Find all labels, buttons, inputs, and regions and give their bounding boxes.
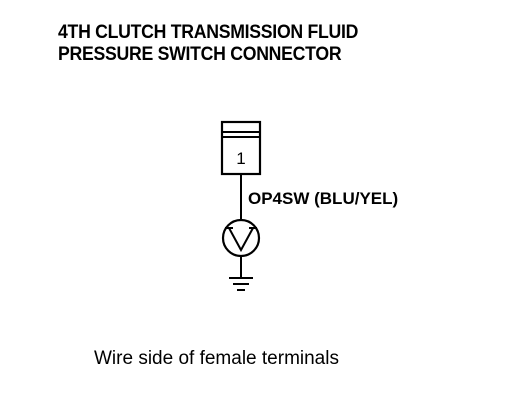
pressure-switch-icon — [221, 218, 261, 258]
ground-icon — [229, 277, 253, 291]
caption: Wire side of female terminals — [94, 348, 339, 369]
title-line-2: PRESSURE SWITCH CONNECTOR — [58, 44, 342, 65]
connector-housing — [220, 120, 262, 176]
diagram-title: 4TH CLUTCH TRANSMISSION FLUID PRESSURE S… — [58, 22, 358, 66]
title-line-1: 4TH CLUTCH TRANSMISSION FLUID — [58, 22, 359, 43]
terminal-number: 1 — [236, 149, 245, 168]
wire-label: OP4SW (BLU/YEL) — [248, 189, 398, 208]
